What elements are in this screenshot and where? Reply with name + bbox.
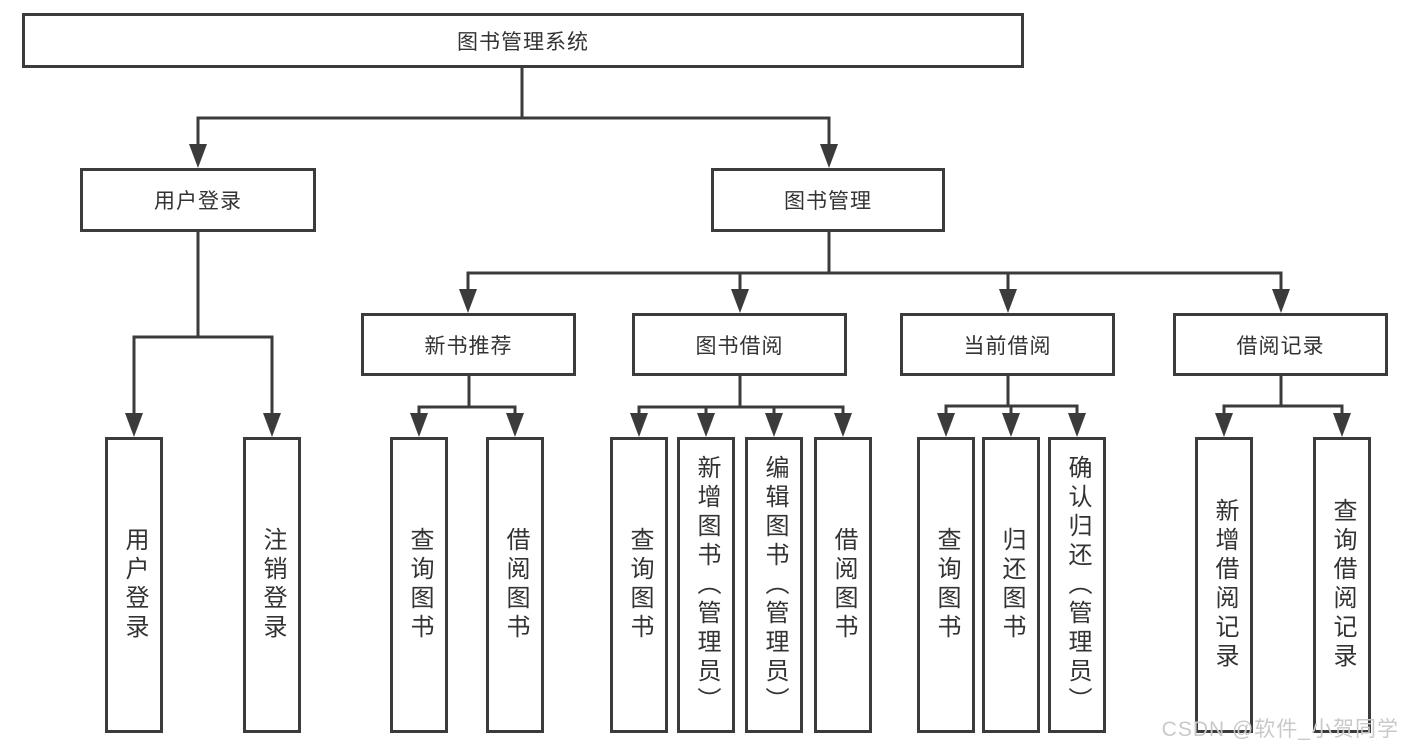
node-label: 图书管理系统 xyxy=(457,30,589,54)
node-borrow-books-under-borrow: 借阅图书 xyxy=(814,437,872,733)
node-label: 确认归还（管理员） xyxy=(1064,454,1091,716)
node-current-borrow: 当前借阅 xyxy=(900,313,1115,376)
node-label: 用户登录 xyxy=(154,190,242,213)
node-label: 借阅图书 xyxy=(502,527,529,643)
node-query-books-under-borrow: 查询图书 xyxy=(610,437,668,733)
node-label: 查询图书 xyxy=(406,527,433,643)
node-logout-leaf: 注销登录 xyxy=(243,437,301,733)
node-confirm-return-admin: 确认归还（管理员） xyxy=(1048,437,1106,733)
node-user-login-branch: 用户登录 xyxy=(80,168,316,232)
node-label: 查询图书 xyxy=(626,527,653,643)
node-label: 当前借阅 xyxy=(963,334,1052,358)
node-root-system: 图书管理系统 xyxy=(22,13,1024,68)
node-book-borrow: 图书借阅 xyxy=(632,313,847,376)
node-return-books: 归还图书 xyxy=(982,437,1040,733)
node-query-borrow-record: 查询借阅记录 xyxy=(1313,437,1371,733)
node-borrow-records: 借阅记录 xyxy=(1173,313,1388,376)
node-query-books-under-current: 查询图书 xyxy=(917,437,975,733)
node-new-book-recommend: 新书推荐 xyxy=(361,313,576,376)
node-label: 借阅记录 xyxy=(1236,334,1325,358)
node-edit-books-admin: 编辑图书（管理员） xyxy=(745,437,803,733)
node-label: 图书借阅 xyxy=(695,334,784,358)
node-label: 图书管理 xyxy=(784,190,872,213)
node-query-books-under-recommend: 查询图书 xyxy=(390,437,448,733)
csdn-watermark: CSDN @软件_小贺同学 xyxy=(1161,718,1399,741)
node-label: 查询借阅记录 xyxy=(1329,498,1356,672)
node-label: 归还图书 xyxy=(998,527,1025,643)
node-label: 新增借阅记录 xyxy=(1211,498,1238,672)
node-label: 注销登录 xyxy=(259,527,286,643)
node-add-books-admin: 新增图书（管理员） xyxy=(677,437,735,733)
node-add-borrow-record: 新增借阅记录 xyxy=(1195,437,1253,733)
node-label: 借阅图书 xyxy=(830,527,857,643)
node-label: 新增图书（管理员） xyxy=(693,454,720,716)
node-book-mgmt-branch: 图书管理 xyxy=(711,168,945,232)
node-label: 编辑图书（管理员） xyxy=(761,454,788,716)
node-label: 查询图书 xyxy=(933,527,960,643)
node-label: 用户登录 xyxy=(121,527,148,643)
node-label: 新书推荐 xyxy=(424,334,513,358)
node-borrow-books-under-recommend: 借阅图书 xyxy=(486,437,544,733)
node-user-login-leaf: 用户登录 xyxy=(105,437,163,733)
